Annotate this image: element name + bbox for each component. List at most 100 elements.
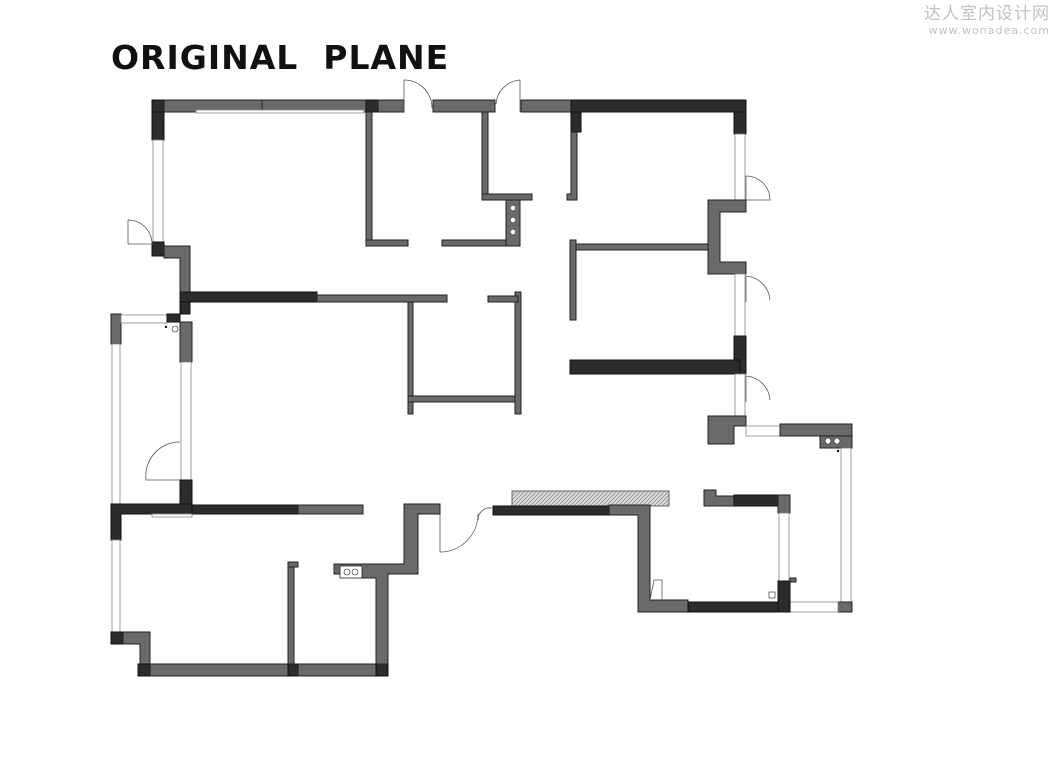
drain-icon xyxy=(768,591,776,599)
wall-segment xyxy=(570,243,709,251)
wall-segment xyxy=(777,580,791,613)
wall-segment xyxy=(520,99,572,113)
wall-segment xyxy=(487,295,519,303)
wall-segment xyxy=(407,395,521,403)
wall-segment xyxy=(777,494,791,514)
wall-segment xyxy=(365,239,409,247)
window xyxy=(152,139,164,243)
wall-segment xyxy=(110,313,122,345)
upper-left-room-walls xyxy=(127,111,448,303)
wall-segment xyxy=(179,291,318,303)
duct-hole xyxy=(510,205,516,211)
drain-icon xyxy=(343,568,351,576)
wall-segment xyxy=(569,359,741,375)
window xyxy=(734,273,746,337)
wall-segment xyxy=(365,111,373,247)
wall-segment xyxy=(110,503,193,541)
window xyxy=(120,314,168,324)
window xyxy=(111,539,121,633)
window xyxy=(180,361,192,481)
wall-segment xyxy=(122,631,151,665)
wall-segment xyxy=(179,321,193,363)
wall-segment xyxy=(377,99,405,113)
wall-segment xyxy=(166,301,191,323)
drain-icon xyxy=(171,325,179,333)
wall-segment xyxy=(316,294,448,303)
center-top-walls xyxy=(365,79,533,415)
drain-icon xyxy=(824,437,832,445)
marker-dot xyxy=(164,325,168,329)
window xyxy=(778,512,790,582)
counter xyxy=(511,490,670,507)
window xyxy=(840,447,852,603)
wall-segment xyxy=(566,131,578,201)
wall-segment xyxy=(287,561,295,665)
wall-segment xyxy=(514,291,522,415)
wall-column xyxy=(151,99,165,113)
duct-hole xyxy=(510,229,516,235)
wall-segment xyxy=(569,239,577,321)
wall-segment xyxy=(432,99,496,113)
duct-hole xyxy=(510,217,516,223)
door-swing xyxy=(649,579,663,601)
wall-segment xyxy=(707,199,747,275)
door-swing xyxy=(145,441,181,481)
wall-segment xyxy=(703,489,735,507)
wall-segment xyxy=(163,245,191,293)
wall-segment xyxy=(297,663,377,677)
window xyxy=(111,343,121,505)
wall-segment xyxy=(733,494,781,507)
door-swing xyxy=(403,79,433,112)
wall-segment xyxy=(191,504,299,515)
wall-column xyxy=(287,663,299,677)
watermark-url: www.wonadea.com xyxy=(928,24,1050,37)
window xyxy=(734,133,746,201)
wall-segment xyxy=(789,577,797,583)
wall-segment xyxy=(151,241,165,257)
window xyxy=(789,601,839,613)
wall-segment xyxy=(481,193,533,201)
plan-title: ORIGINAL PLANE xyxy=(111,38,450,77)
door-swing xyxy=(439,513,479,553)
wall-segment xyxy=(608,504,689,613)
door-swing xyxy=(127,219,153,245)
right-balcony-walls xyxy=(707,415,853,613)
door-swing xyxy=(745,275,771,302)
wall-segment xyxy=(733,111,747,135)
watermark-text: 达人室内设计网 xyxy=(924,4,1050,24)
top-exterior-walls xyxy=(151,99,747,114)
wall-column xyxy=(110,631,124,645)
watermark: 达人室内设计网 www.wonadea.com xyxy=(924,4,1050,38)
door-swing xyxy=(477,507,493,521)
left-middle-walls xyxy=(110,301,193,507)
wall-segment xyxy=(333,503,441,665)
door-swing xyxy=(745,375,771,402)
lower-right-room-walls xyxy=(703,489,797,613)
wall-column xyxy=(137,663,151,677)
wall-segment xyxy=(481,111,489,195)
wall-segment xyxy=(687,601,781,613)
wall-segment xyxy=(837,601,853,613)
wall-segment xyxy=(149,663,289,677)
wall-segment xyxy=(707,415,747,445)
wall-column xyxy=(375,663,389,677)
lower-center-walls xyxy=(492,490,781,613)
door-swing xyxy=(495,79,521,112)
wall-column xyxy=(365,99,379,113)
wall-segment xyxy=(407,301,414,415)
shaft-block xyxy=(505,199,521,247)
door-swing xyxy=(745,175,771,201)
wall-segment xyxy=(779,423,853,437)
right-top-walls xyxy=(566,111,771,417)
wall-segment xyxy=(151,111,165,141)
window xyxy=(151,513,193,518)
window xyxy=(734,373,746,417)
wall-segment xyxy=(492,505,610,516)
wall-segment xyxy=(179,479,193,507)
drain-icon xyxy=(351,568,359,576)
marker-dot xyxy=(836,449,840,453)
shaft-block xyxy=(339,565,363,579)
drain-icon xyxy=(833,437,841,445)
wall-segment xyxy=(297,504,364,515)
